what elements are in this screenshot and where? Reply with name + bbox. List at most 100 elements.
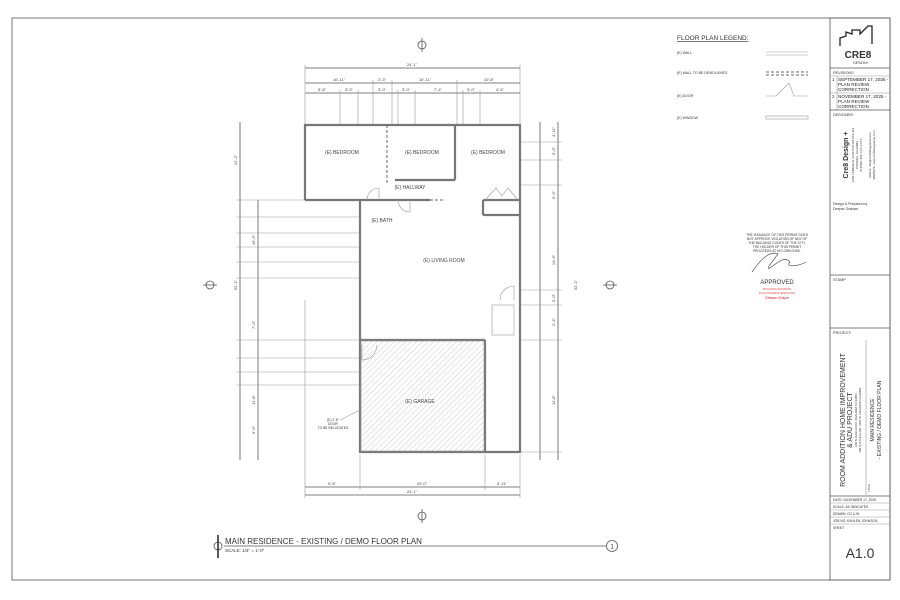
revision-entry: NOVEMBER 17, 2025 - PLAN REVIEW CORRECTI… (838, 93, 887, 109)
drawing-scale: SCALE: 1/4" = 1'-0" (225, 548, 265, 553)
dim-left: 11'-8" (251, 394, 256, 404)
dim-left: 12'-2" (233, 154, 238, 165)
dim-right: 4'-11" (551, 126, 556, 136)
sheet-title: MAIN RESIDENCE (870, 398, 876, 442)
stamp-label: STAMP (833, 278, 846, 282)
dim-top: 4'-5" (496, 87, 505, 92)
svg-text:THE ISSUANCE OF THIS PERMIT DO: THE ISSUANCE OF THIS PERMIT DOES (746, 233, 809, 237)
svg-text:DOOR: DOOR (328, 422, 339, 426)
dim-left-overall: 52'-1" (233, 279, 238, 290)
dim-top: 10'-8" (484, 77, 495, 82)
svg-text:DESIGN+: DESIGN+ (853, 61, 868, 65)
project-name: ROOM ADDITION HOME IMPROVEMENT (840, 352, 847, 487)
dim-left: 6'-9" (251, 425, 256, 434)
sheet-title: - EXISTING / DEMO FLOOR PLAN (877, 380, 883, 459)
svg-text:NOT APPROVE VIOLATION OF ANY O: NOT APPROVE VIOLATION OF ANY OF (747, 237, 807, 241)
dim-top-overall: 24'-1" (407, 62, 418, 67)
door-relocation-note: (E) 2'-6" DOOR TO BE RELOCATED (318, 418, 349, 430)
dim-top: 10'-11" (419, 77, 432, 82)
revision-number: 1 (832, 77, 835, 82)
svg-text:BUILDING DIVISION: BUILDING DIVISION (763, 287, 791, 291)
job-number-field: JOB NO: KAHLEN JOHNSON (833, 519, 878, 523)
legend-item-window: (E) WINDOW (677, 116, 699, 120)
door-swing-icon (366, 187, 380, 201)
room-label-bedroom: (E) BEDROOM (405, 150, 439, 156)
signature-icon (751, 252, 807, 273)
designer-label: DESIGNER: (833, 113, 854, 117)
legend-title: FLOOR PLAN LEGEND: (677, 35, 749, 42)
room-label-bath: (E) BATH (371, 218, 392, 224)
north-arrow-icon (213, 535, 223, 558)
legend-item-wall: (E) WALL (677, 51, 692, 55)
svg-text:WEBSITE: www.cre8designplus.co: WEBSITE: www.cre8designplus.com (872, 130, 876, 180)
section-marker-bottom-icon (417, 509, 427, 523)
company-logo: CRE8 DESIGN+ (839, 25, 873, 65)
project-address: 209 N DAHLIA RD, UNIT B, ANAHEIM CA 9280… (858, 387, 862, 453)
svg-text:PLAN REVIEW SERVICES: PLAN REVIEW SERVICES (759, 291, 795, 295)
sheet-border (11, 17, 891, 581)
dim-right-overall: 52'-1" (573, 279, 578, 290)
door-symbol-icon (766, 82, 808, 97)
section-marker-right-icon (603, 280, 617, 290)
legend-item-door: (E) DOOR (677, 94, 694, 98)
dim-top: 3'-0" (467, 87, 476, 92)
dim-bottom-overall: 24'-1" (407, 489, 418, 494)
dim-right: 2'-4" (551, 317, 556, 326)
revisions-label: REVISIONS (833, 71, 854, 75)
door-swing-icon (499, 285, 515, 301)
prepared-by-name: Deepar Graham (833, 207, 858, 211)
svg-text:PHONE: 951-XXX-XXXX: PHONE: 951-XXX-XXXX (859, 138, 863, 171)
room-label-living-room: (E) LIVING ROOM (423, 258, 464, 264)
sheet-label: SHEET: (833, 526, 845, 530)
room-label-garage: (E) GARAGE (405, 399, 435, 405)
dim-top: 3'-0" (402, 87, 411, 92)
dim-bottom: 9'-8" (328, 481, 337, 486)
room-label-hallway: (E) HALLWAY (394, 185, 426, 191)
dim-bottom: 5'-11" (497, 481, 507, 486)
section-marker-left-icon (203, 280, 217, 290)
dim-right: 14'-6" (551, 254, 556, 265)
prepared-by-label: Design & Prepared by (833, 202, 867, 206)
project-label: PROJECT: (833, 331, 851, 335)
floor-plan: 24'-1" 10'-11" 2'-3" 10'-11" 10'-8" 5'-8… (233, 62, 578, 498)
project-name: & ADU PROJECT (847, 391, 854, 447)
dim-top: 10'-11" (333, 77, 346, 82)
designer-name: Cre8 Design + (843, 132, 850, 179)
drawing-title-block: MAIN RESIDENCE - EXISTING / DEMO FLOOR P… (213, 535, 618, 558)
dim-right: 11'-8" (551, 394, 556, 404)
room-label-bedroom: (E) BEDROOM (471, 150, 505, 156)
title-label: TITLE (867, 484, 871, 492)
dim-top: 2'-3" (378, 77, 387, 82)
room-label-bedroom: (E) BEDROOM (325, 150, 359, 156)
approval-stamp: THE ISSUANCE OF THIS PERMIT DOES NOT APP… (746, 233, 809, 300)
sheet-number: A1.0 (846, 545, 875, 561)
revision-entry: SEPTEMBER 17, 2025 - PLAN REVIEW CORRECT… (838, 76, 889, 92)
dim-right: 5'-0" (551, 293, 556, 302)
section-marker-top-icon (417, 38, 427, 52)
dim-left: 7'-0" (251, 320, 256, 329)
reviewer-name: Shawn Dalpe (765, 295, 790, 300)
drawn-field: DRAWN: CG & W (833, 512, 860, 516)
svg-text:(E) 2'-6": (E) 2'-6" (327, 418, 340, 422)
door-swing-icon (397, 199, 411, 213)
date-field: DATE: NOVEMBER 17, 2025 (833, 498, 876, 502)
window-symbol-icon (765, 115, 809, 120)
svg-text:TO BE RELOCATED: TO BE RELOCATED (318, 426, 349, 430)
dim-top: 3'-0" (345, 87, 354, 92)
svg-text:CORONA, CA 92883: CORONA, CA 92883 (855, 141, 859, 169)
revision-number: 2 (832, 94, 835, 99)
legend-item-demolished-wall: (E) WALL TO BE DEMOLISHED (677, 71, 728, 75)
svg-text:4160 TEMESCAL CANYON RD STE 40: 4160 TEMESCAL CANYON RD STE 401 (851, 127, 855, 182)
dim-right: 6'-3" (551, 190, 556, 199)
skyline-logo-icon (839, 25, 873, 46)
scale-field: SCALE: AS INDICATED (833, 505, 869, 509)
dim-top: 5'-8" (318, 87, 327, 92)
svg-text:EMAIL: info@cre8designplus.com: EMAIL: info@cre8designplus.com (868, 132, 872, 178)
title-block: CRE8 DESIGN+ REVISIONS 1 SEPTEMBER 17, 2… (829, 17, 891, 581)
drawing-number: 1 (610, 544, 614, 551)
dim-left: 16'-9" (251, 234, 256, 245)
garage-hatch (360, 340, 485, 452)
floor-plan-legend: FLOOR PLAN LEGEND: (E) WALL (E) WALL TO … (677, 35, 809, 120)
svg-text:THE BUILDING CODES OF THE CITY: THE BUILDING CODES OF THE CITY. (748, 241, 806, 245)
